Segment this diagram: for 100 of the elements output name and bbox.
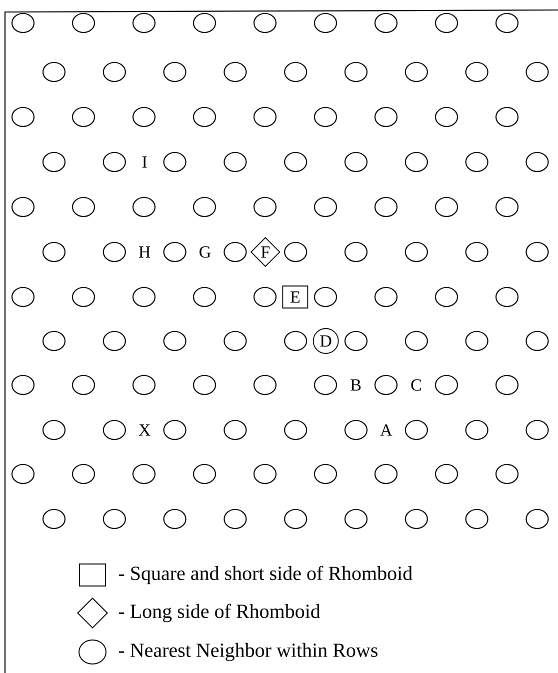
circle	[192, 106, 216, 128]
circle	[132, 12, 156, 34]
circle	[526, 242, 549, 262]
circle	[344, 242, 368, 262]
circle	[465, 420, 488, 440]
circle	[11, 374, 35, 396]
circle	[224, 508, 247, 530]
circle	[72, 286, 96, 308]
circle	[526, 508, 549, 530]
circle	[102, 152, 126, 172]
circle	[404, 152, 428, 172]
circle	[284, 62, 308, 82]
circle	[434, 196, 458, 218]
circle	[374, 106, 398, 128]
circle	[163, 420, 186, 440]
circle	[224, 242, 247, 262]
circle	[344, 152, 368, 172]
circle	[314, 464, 338, 484]
point-letter: X	[138, 424, 150, 436]
point-letter: A	[380, 424, 392, 436]
circle	[72, 374, 96, 396]
circle	[404, 508, 428, 530]
circle	[465, 152, 488, 172]
circle	[434, 12, 458, 34]
circle	[11, 464, 35, 484]
circle	[42, 242, 66, 262]
circle	[404, 242, 428, 262]
circle	[404, 420, 428, 440]
circle	[434, 286, 458, 308]
circle	[314, 374, 338, 396]
circle	[465, 330, 488, 352]
circle	[163, 62, 186, 82]
circle	[344, 62, 368, 82]
circle	[284, 152, 308, 172]
circle	[253, 196, 277, 218]
circle	[495, 106, 519, 128]
circle	[163, 508, 186, 530]
circle	[465, 242, 488, 262]
circle	[314, 106, 338, 128]
point-letter: H	[138, 246, 150, 258]
circle	[102, 330, 126, 352]
circle	[374, 286, 398, 308]
circle	[253, 12, 277, 34]
circle	[224, 330, 247, 352]
circle	[434, 374, 458, 396]
circle	[42, 420, 66, 440]
point-letter: B	[350, 379, 361, 391]
circle	[495, 196, 519, 218]
circle	[284, 508, 308, 530]
circle	[11, 106, 35, 128]
circle	[192, 374, 216, 396]
circle	[163, 242, 186, 262]
circle	[102, 62, 126, 82]
circle	[72, 196, 96, 218]
circle	[374, 374, 398, 396]
circle	[132, 196, 156, 218]
circle	[344, 420, 368, 440]
circle	[465, 62, 488, 82]
circle	[374, 12, 398, 34]
circle	[344, 330, 368, 352]
circle	[284, 330, 308, 352]
circle	[526, 420, 549, 440]
circle	[526, 62, 549, 82]
circle	[224, 152, 247, 172]
circle	[163, 330, 186, 352]
circle	[253, 374, 277, 396]
circle	[224, 62, 247, 82]
circle	[192, 464, 216, 484]
point-letter: C	[411, 379, 421, 391]
circle	[11, 286, 35, 308]
circle	[284, 242, 308, 262]
circle	[314, 286, 338, 308]
circle	[495, 12, 519, 34]
circle	[465, 508, 488, 530]
circle	[11, 196, 35, 218]
circle	[224, 420, 247, 440]
circle	[344, 508, 368, 530]
lettered-square: E	[282, 286, 308, 308]
circle	[404, 330, 428, 352]
circle	[42, 152, 66, 172]
circle	[72, 12, 96, 34]
circle	[132, 374, 156, 396]
circle	[526, 152, 549, 172]
circle	[404, 62, 428, 82]
circle	[495, 374, 519, 396]
circle	[253, 464, 277, 484]
circle	[72, 464, 96, 484]
circle	[102, 242, 126, 262]
circle	[42, 62, 66, 82]
circle	[132, 286, 156, 308]
point-letter: G	[200, 246, 211, 258]
circle	[132, 464, 156, 484]
legend-text: - Long side of Rhomboid	[118, 604, 320, 622]
circle	[192, 12, 216, 34]
circle	[434, 106, 458, 128]
circle	[42, 508, 66, 530]
circle	[284, 420, 308, 440]
legend-text: - Square and short side of Rhomboid	[118, 566, 412, 584]
circle	[434, 464, 458, 484]
circle	[11, 12, 35, 34]
